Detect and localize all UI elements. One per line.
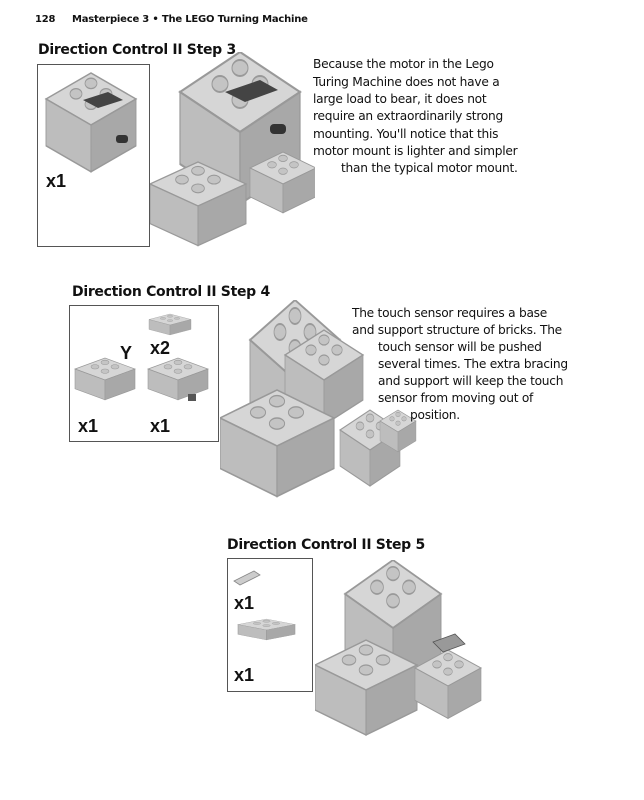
step-5-title: Direction Control II Step 5 [227, 537, 425, 553]
step-3-title: Direction Control II Step 3 [38, 42, 236, 58]
text-line: sensor from moving out of [378, 391, 534, 405]
text-line: Turing Machine does not have a [313, 75, 500, 89]
text-line: large load to bear, it does not [313, 92, 487, 106]
step-4-parts-box: Y x2 x1 x1 [69, 305, 219, 442]
part-qty: x1 [46, 171, 67, 191]
part-label-y: Y [120, 343, 133, 363]
text-line: mounting. You'll notice that this [313, 127, 499, 141]
text-line: and support structure of bricks. The [352, 323, 562, 337]
step-5-parts-box: x1 x1 [227, 558, 313, 692]
text-line: Because the motor in the Lego [313, 57, 494, 71]
page-number: 128 [35, 14, 56, 25]
running-title: Masterpiece 3 • The LEGO Turning Machine [72, 14, 308, 25]
step-5-assembly-image [315, 560, 482, 736]
part-qty: x1 [234, 665, 255, 685]
step-3-parts-box: x1 [37, 64, 150, 247]
text-line: The touch sensor requires a base [352, 306, 548, 320]
text-line: require an extraordinarily strong [313, 109, 503, 123]
part-qty: x1 [78, 416, 99, 436]
step-4-title: Direction Control II Step 4 [72, 284, 270, 300]
parts-images [233, 570, 296, 641]
part-qty: x1 [234, 593, 255, 613]
part-qty: x2 [150, 338, 171, 358]
motor-part-image [45, 72, 137, 173]
parts-images [74, 313, 209, 401]
step-3-assembly-image [150, 52, 315, 247]
text-line: than the typical motor mount. [341, 161, 518, 175]
text-line: motor mount is lighter and simpler [313, 144, 518, 158]
text-line: touch sensor will be pushed [378, 340, 542, 354]
text-line: position. [410, 408, 460, 422]
text-line: and support will keep the touch [378, 374, 564, 388]
text-line: several times. The extra bracing [378, 357, 568, 371]
part-qty: x1 [150, 416, 171, 436]
